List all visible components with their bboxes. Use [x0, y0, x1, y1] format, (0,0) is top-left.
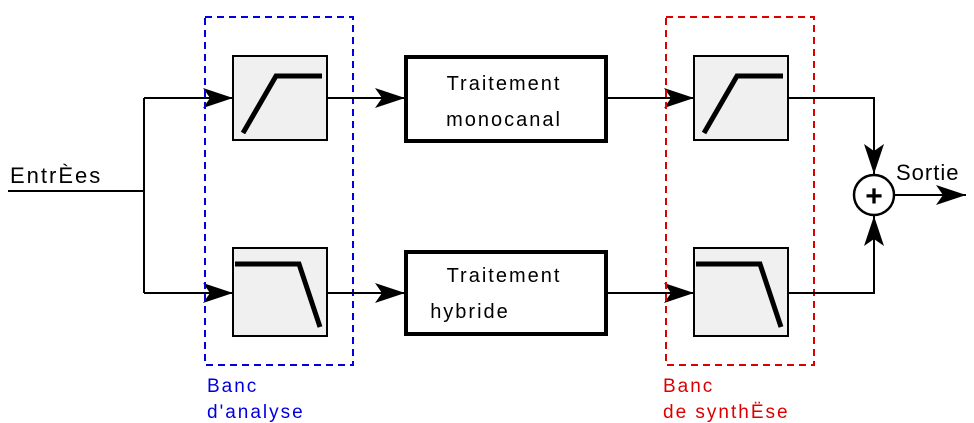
- analysis-bank-label-line2: d'analyse: [207, 402, 305, 423]
- synthesis-bank-label-line2: de synthËse: [663, 402, 790, 423]
- mono-processing-line2: monocanal: [446, 109, 562, 131]
- arrow-to-sum-top: [788, 97, 884, 174]
- arrow-to-sum-bottom: [788, 216, 884, 294]
- mono-processing-line1: Traitement: [447, 73, 562, 95]
- input-label: EntrÈes: [10, 163, 102, 188]
- synthesis-bank-label-line1: Banc: [663, 376, 714, 397]
- highpass-filter-synthesis: [693, 55, 789, 141]
- hybrid-processing-line2: hybride: [430, 301, 510, 323]
- lowpass-response-icon: [235, 261, 323, 328]
- lowpass-response-icon: [696, 261, 784, 328]
- analysis-bank-box: [204, 16, 354, 366]
- synthesis-bank-box: [665, 16, 815, 366]
- hybrid-processing-block: Traitement hybride: [404, 250, 608, 336]
- highpass-response-icon: [240, 73, 322, 135]
- output-label: Sortie: [896, 160, 959, 185]
- mono-processing-block: Traitement monocanal: [404, 55, 608, 143]
- highpass-filter-analysis: [232, 55, 328, 141]
- analysis-bank-label-line1: Banc: [207, 376, 258, 397]
- summing-junction: +: [852, 173, 896, 217]
- lowpass-filter-synthesis: [693, 247, 789, 337]
- highpass-response-icon: [701, 73, 783, 135]
- hybrid-processing-line1: Traitement: [447, 265, 562, 287]
- sum-symbol: +: [865, 180, 883, 213]
- lowpass-filter-analysis: [232, 247, 328, 337]
